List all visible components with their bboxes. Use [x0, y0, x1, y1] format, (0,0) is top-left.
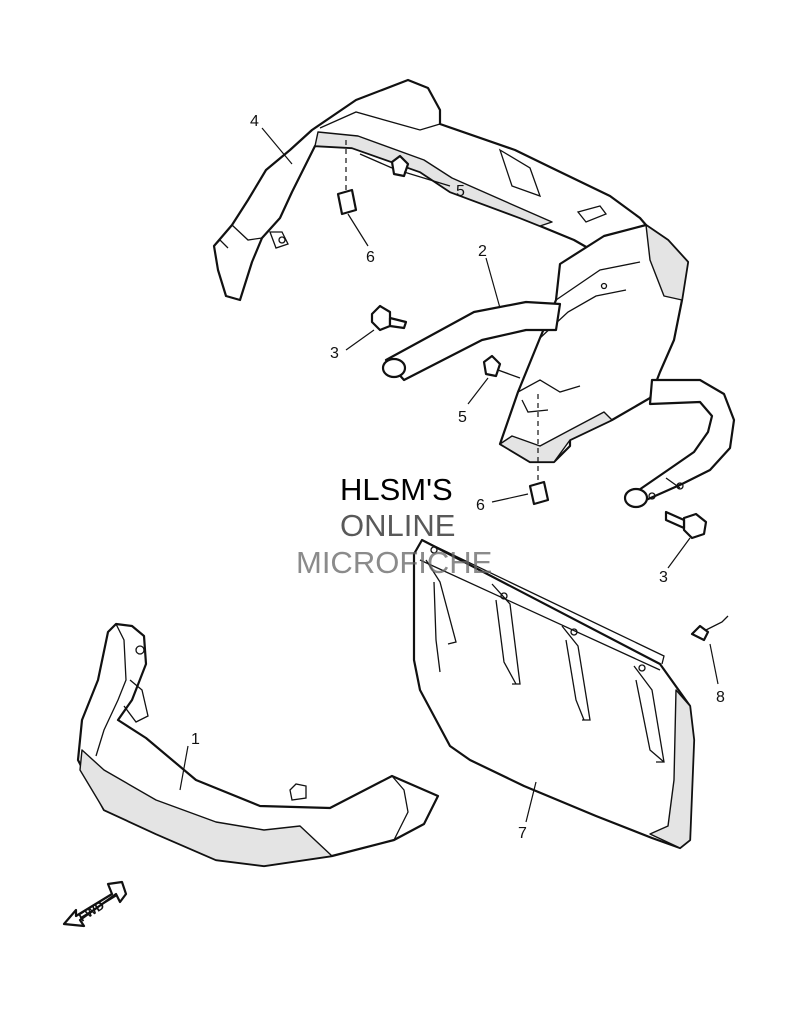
leader-lines [179, 127, 719, 823]
callout-6-upper: 6 [366, 249, 375, 266]
callout-2: 2 [478, 243, 487, 260]
callout-1: 1 [191, 731, 200, 748]
fwd-arrow-icon: FWD [62, 880, 128, 928]
part-3-bolt-right [664, 510, 708, 540]
part-5-screw-upper [359, 153, 410, 178]
part-5-screw-lower [482, 354, 521, 379]
callout-6-lower: 6 [476, 497, 485, 514]
part-6-clip-upper [336, 140, 358, 216]
watermark-line-3: MICROFICHE [296, 545, 493, 580]
part-2-tube-bar [381, 300, 736, 509]
part-8-rivet [690, 615, 729, 642]
callout-5-upper: 5 [456, 183, 465, 200]
watermark-line-1: HLSM'S [340, 472, 453, 507]
callout-4: 4 [250, 113, 259, 130]
part-1-lower-bumper [76, 622, 440, 868]
callout-3-right: 3 [659, 569, 668, 586]
callout-3-left: 3 [330, 345, 339, 362]
part-4-right-housing [498, 223, 690, 464]
callout-7: 7 [518, 825, 527, 842]
part-7-skid-panel [412, 538, 696, 850]
callout-8: 8 [716, 689, 725, 706]
part-3-bolt-left [370, 304, 408, 332]
part-6-clip-lower [528, 394, 550, 506]
callout-5-lower: 5 [458, 409, 467, 426]
watermark-line-2: ONLINE [340, 508, 456, 543]
